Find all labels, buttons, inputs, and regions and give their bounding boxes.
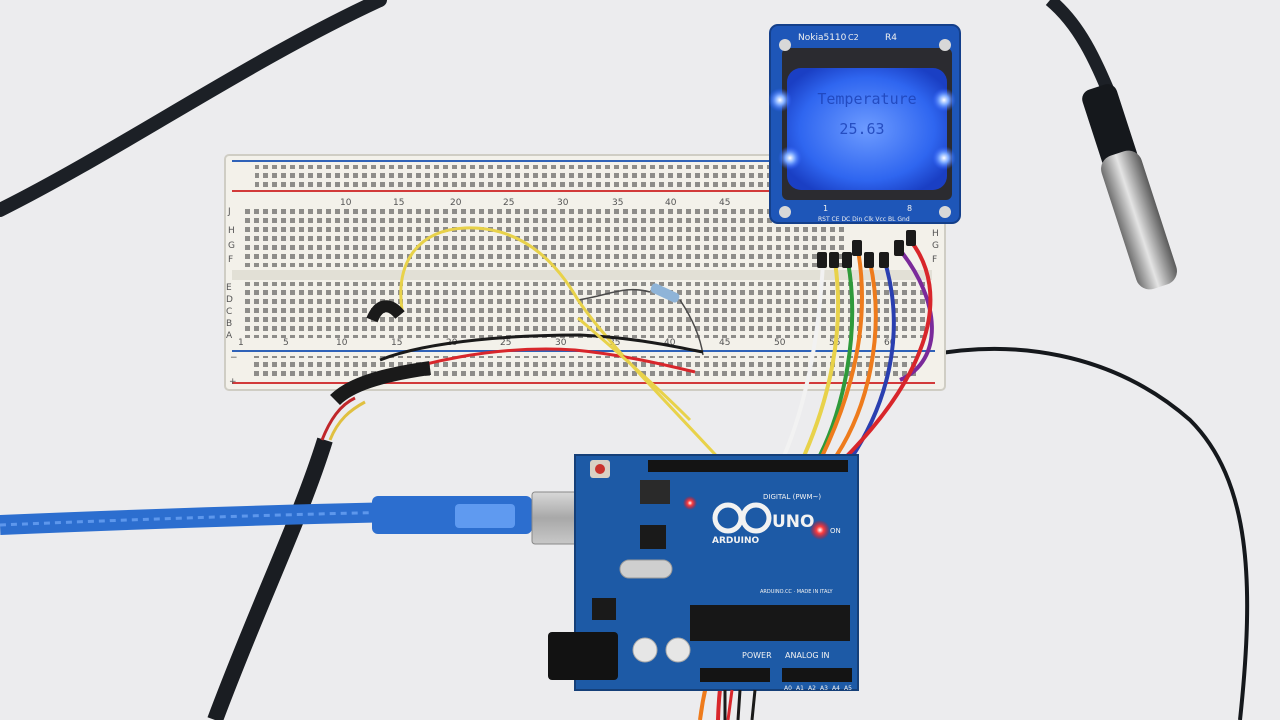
- arduino-logo: [712, 502, 772, 534]
- lcd-backlight-led: [932, 146, 956, 170]
- power-wires: [723, 689, 757, 720]
- col-bottom-1: 1: [238, 338, 244, 348]
- analog-pin-a0: A0: [784, 685, 792, 692]
- made-in-label: ARDUINO.CC · MADE IN ITALY: [760, 589, 834, 595]
- analog-in-label: ANALOG IN: [785, 651, 830, 660]
- black-jumper-wire: [379, 333, 704, 362]
- row-letter-h: H: [228, 226, 235, 236]
- lcd-pin-number-end: 8: [907, 204, 912, 213]
- tx-rx-led: [683, 496, 697, 510]
- col-top-25: 25: [503, 198, 514, 208]
- row-letter-f: F: [228, 255, 233, 265]
- lcd-backlight-led: [778, 146, 802, 170]
- nokia5110-lcd-module: Nokia5110 C2 R4 Temperature 25.63 1 8 RS…: [768, 24, 961, 224]
- sensor-cable-right: [929, 347, 1250, 720]
- power-header: [700, 668, 770, 682]
- col-top-10: 10: [340, 198, 352, 208]
- col-bottom-30: 30: [555, 338, 567, 348]
- yellow-jumper-wire: [399, 226, 727, 467]
- col-top-40: 40: [665, 198, 677, 208]
- capacitor: [632, 637, 658, 663]
- analog-pin-a2: A2: [808, 685, 816, 692]
- black-cable-top-left: [0, 0, 387, 217]
- row-letter-c: C: [226, 307, 232, 317]
- lcd-backlight-led: [932, 88, 956, 112]
- analog-pin-a1: A1: [796, 685, 804, 692]
- analog-pin-a4: A4: [832, 685, 840, 692]
- col-top-20: 20: [450, 198, 462, 208]
- col-top-30: 30: [557, 198, 569, 208]
- lcd-backlight-led: [768, 88, 792, 112]
- dc-power-jack: [548, 632, 618, 680]
- lcd-pin-labels: RST CE DC Din Clk Vcc BL Gnd: [818, 216, 910, 223]
- black-cable-bottom-left: [207, 437, 333, 720]
- col-bottom-60: 60: [884, 338, 896, 348]
- col-bottom-40: 40: [664, 338, 676, 348]
- crystal-oscillator: [619, 559, 673, 579]
- analog-pin-a5: A5: [844, 685, 852, 692]
- row-letter-b: B: [226, 319, 232, 329]
- col-top-35: 35: [612, 198, 623, 208]
- arduino-model-label: UNO: [772, 512, 814, 532]
- digital-pwm-label: DIGITAL (PWM~): [763, 493, 821, 501]
- row-letter-g-right: G: [932, 241, 939, 251]
- atmega-microcontroller: [690, 605, 850, 641]
- black-cable-top-right: [1045, 0, 1116, 98]
- col-top-45: 45: [719, 198, 730, 208]
- rail-plus-label: +: [229, 377, 237, 387]
- col-bottom-5: 5: [283, 338, 289, 348]
- on-led-label: ON: [830, 527, 841, 535]
- col-bottom-35: 35: [609, 338, 620, 348]
- col-bottom-10: 10: [336, 338, 348, 348]
- row-letter-d: D: [226, 295, 233, 305]
- lcd-resistor-mark: R4: [885, 33, 897, 43]
- col-bottom-25: 25: [500, 338, 511, 348]
- power-red-wire: [726, 689, 734, 720]
- lcd-pin-number-start: 1: [823, 204, 828, 213]
- analog-header: [782, 668, 852, 682]
- power-on-led: [810, 520, 830, 540]
- capacitor: [665, 637, 691, 663]
- arduino-uno-board: ARDUINO UNO DIGITAL (PWM~) ON ARDUINO.CC…: [548, 454, 859, 692]
- arduino-brand-label: ARDUINO: [712, 536, 760, 546]
- row-letter-a: A: [226, 331, 233, 341]
- yellow-wire-to-arduino: [577, 316, 692, 422]
- lcd-model-label: Nokia5110: [798, 33, 847, 43]
- col-bottom-45: 45: [719, 338, 730, 348]
- row-letter-e: E: [226, 283, 232, 293]
- rail-minus-label: −: [230, 353, 238, 363]
- usb-interface-chip: [640, 525, 666, 549]
- lcd-screen-line1: Temperature: [817, 90, 916, 108]
- row-letter-g: G: [228, 241, 235, 251]
- col-top-15: 15: [393, 198, 404, 208]
- digital-header: [648, 460, 848, 472]
- col-bottom-50: 50: [774, 338, 786, 348]
- lcd-screen-line2: 25.63: [839, 120, 884, 138]
- power-label: POWER: [742, 651, 772, 660]
- probe-wire-connector: [320, 300, 431, 441]
- row-letter-h-right: H: [932, 229, 939, 239]
- analog-pin-a3: A3: [820, 685, 828, 692]
- row-letter-j: J: [227, 207, 231, 217]
- col-bottom-15: 15: [391, 338, 402, 348]
- lcd-chip-mark: C2: [848, 33, 859, 42]
- pull-up-resistor: [577, 283, 704, 356]
- ds18b20-temperature-probe: [1082, 84, 1177, 290]
- row-letter-f-right: F: [932, 255, 937, 265]
